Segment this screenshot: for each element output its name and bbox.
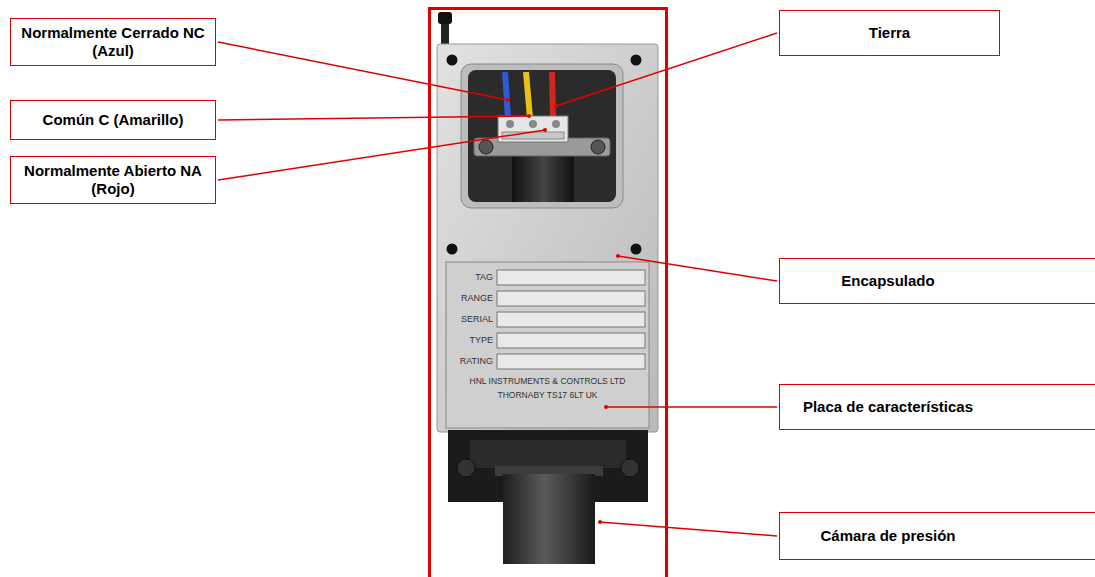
callout-box: Cámara de presión bbox=[779, 512, 1095, 560]
window-frame bbox=[461, 64, 623, 208]
leader-line bbox=[556, 33, 777, 106]
bolt bbox=[457, 459, 475, 477]
terminal-block bbox=[498, 116, 568, 142]
leader-line bbox=[600, 522, 777, 536]
leader-tip bbox=[527, 114, 531, 118]
callout-box: Placa de características bbox=[779, 384, 1095, 430]
nameplate-field bbox=[497, 354, 645, 369]
leader-tip bbox=[598, 520, 602, 524]
leader-tip bbox=[506, 98, 510, 102]
housing-plate bbox=[437, 44, 658, 432]
callout-box: Tierra bbox=[779, 10, 1000, 56]
bolt bbox=[621, 459, 639, 477]
nameplate-field bbox=[497, 333, 645, 348]
blue-wire bbox=[505, 72, 508, 118]
nameplate-text: TYPE bbox=[447, 333, 493, 348]
mount-hole bbox=[447, 244, 458, 255]
nameplate-text: RATING bbox=[447, 354, 493, 369]
screw bbox=[591, 140, 605, 154]
nameplate-text: HNL INSTRUMENTS & CONTROLS LTD bbox=[446, 374, 649, 389]
leader-line bbox=[218, 42, 508, 100]
nameplate-field bbox=[497, 291, 645, 306]
callout-label: Cámara de presión bbox=[820, 527, 955, 545]
callout-label: Encapsulado bbox=[841, 272, 934, 290]
callout-box: Normalmente Abierto NA (Rojo) bbox=[10, 156, 216, 204]
terminal-screw bbox=[552, 120, 560, 128]
red-wire bbox=[552, 72, 553, 118]
terminal-screw bbox=[506, 120, 514, 128]
red-frame bbox=[430, 9, 667, 577]
inner-cylinder bbox=[512, 150, 574, 202]
callout-label: Normalmente Abierto NA (Rojo) bbox=[19, 162, 207, 198]
leader-line bbox=[606, 406, 777, 408]
leader-tip bbox=[604, 405, 608, 409]
mount-hole bbox=[447, 55, 458, 66]
callout-label: Tierra bbox=[869, 24, 910, 42]
nameplate-text: SERIAL bbox=[447, 312, 493, 327]
leader-tip bbox=[543, 128, 547, 132]
screw bbox=[479, 140, 493, 154]
fitting bbox=[470, 440, 626, 468]
yellow-wire bbox=[526, 72, 530, 118]
callout-box: Encapsulado bbox=[779, 258, 1095, 304]
leader-tip bbox=[616, 254, 620, 258]
nameplate-text: RANGE bbox=[447, 291, 493, 306]
mount-hole bbox=[631, 244, 642, 255]
callout-label: Placa de características bbox=[803, 398, 973, 416]
knob-rod bbox=[441, 22, 449, 46]
leader-line bbox=[618, 256, 777, 281]
mount-hole bbox=[631, 55, 642, 66]
knob-cap bbox=[438, 12, 452, 24]
callout-label: Común C (Amarillo) bbox=[43, 111, 184, 129]
nameplate-text: TAG bbox=[447, 270, 493, 285]
nameplate-field bbox=[497, 270, 645, 285]
nameplate-field bbox=[497, 312, 645, 327]
leader-line bbox=[218, 116, 529, 120]
nameplate bbox=[446, 262, 649, 428]
pressure-chamber bbox=[503, 474, 595, 564]
callout-box: Normalmente Cerrado NC (Azul) bbox=[10, 18, 216, 66]
window-interior bbox=[468, 70, 616, 202]
callout-label: Normalmente Cerrado NC (Azul) bbox=[19, 24, 207, 60]
nameplate-text: THORNABY TS17 6LT UK bbox=[446, 388, 649, 403]
leader-lines bbox=[218, 33, 777, 536]
callout-box: Común C (Amarillo) bbox=[10, 100, 216, 140]
leader-line bbox=[218, 130, 545, 180]
terminal-screw bbox=[529, 120, 537, 128]
leader-tip bbox=[554, 104, 558, 108]
